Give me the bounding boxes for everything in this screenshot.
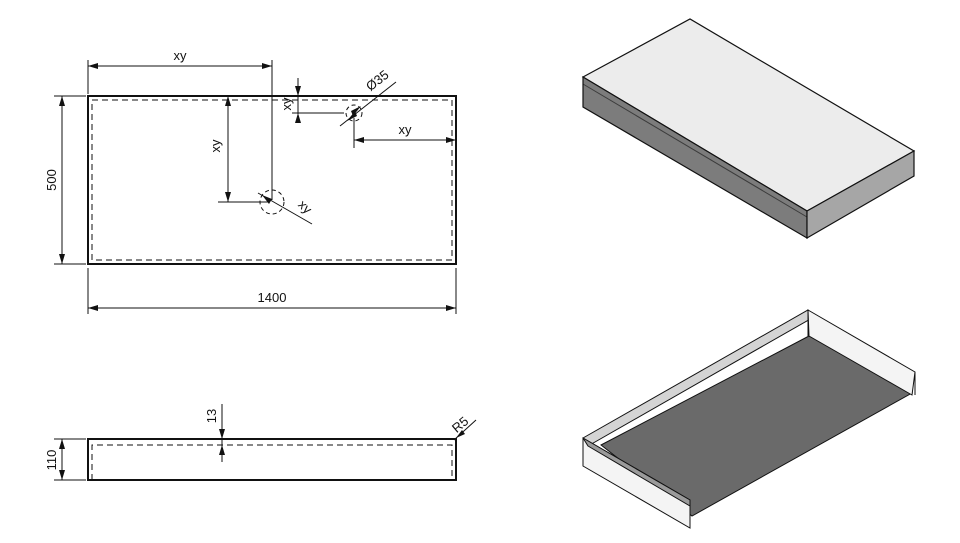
dimension-xy-top: xy (87, 48, 273, 200)
isometric-top-view (581, 18, 916, 240)
dimension-xy-right-label: xy (399, 122, 413, 137)
large-hole-circle (259, 189, 285, 215)
iso-right-wall (807, 309, 916, 396)
dimension-110: 110 (44, 438, 86, 481)
dimension-1400: 1400 (87, 268, 457, 314)
radius-label: R5 (449, 413, 471, 435)
front-view-outline (87, 438, 457, 481)
dimension-1400-label: 1400 (258, 290, 287, 305)
top-view: 1400 500 xy xy (44, 48, 457, 314)
isometric-bottom-view (582, 309, 916, 529)
dimension-500-label: 500 (44, 169, 59, 191)
dimension-110-label: 110 (44, 450, 59, 471)
large-hole: xy (257, 189, 315, 225)
small-hole: xy xy Ø35 (279, 67, 456, 148)
small-hole-circle (345, 104, 363, 122)
dimension-xy-top-label: xy (174, 48, 188, 63)
radius-callout: R5 (449, 413, 477, 441)
diameter-label: Ø35 (363, 67, 392, 94)
dimension-xy-small-label: xy (279, 97, 294, 111)
dimension-500: 500 (44, 95, 86, 265)
dimension-xy-hole-label: xy (295, 197, 315, 217)
front-view: 13 110 R5 (44, 404, 477, 481)
dimension-13-label: 13 (204, 409, 219, 423)
dimension-xy-left: xy (208, 96, 268, 203)
dimension-xy-left-label: xy (208, 139, 223, 153)
front-view-hidden-edge (91, 444, 453, 480)
iso-right-face (806, 149, 915, 240)
dimension-13: 13 (204, 404, 225, 462)
